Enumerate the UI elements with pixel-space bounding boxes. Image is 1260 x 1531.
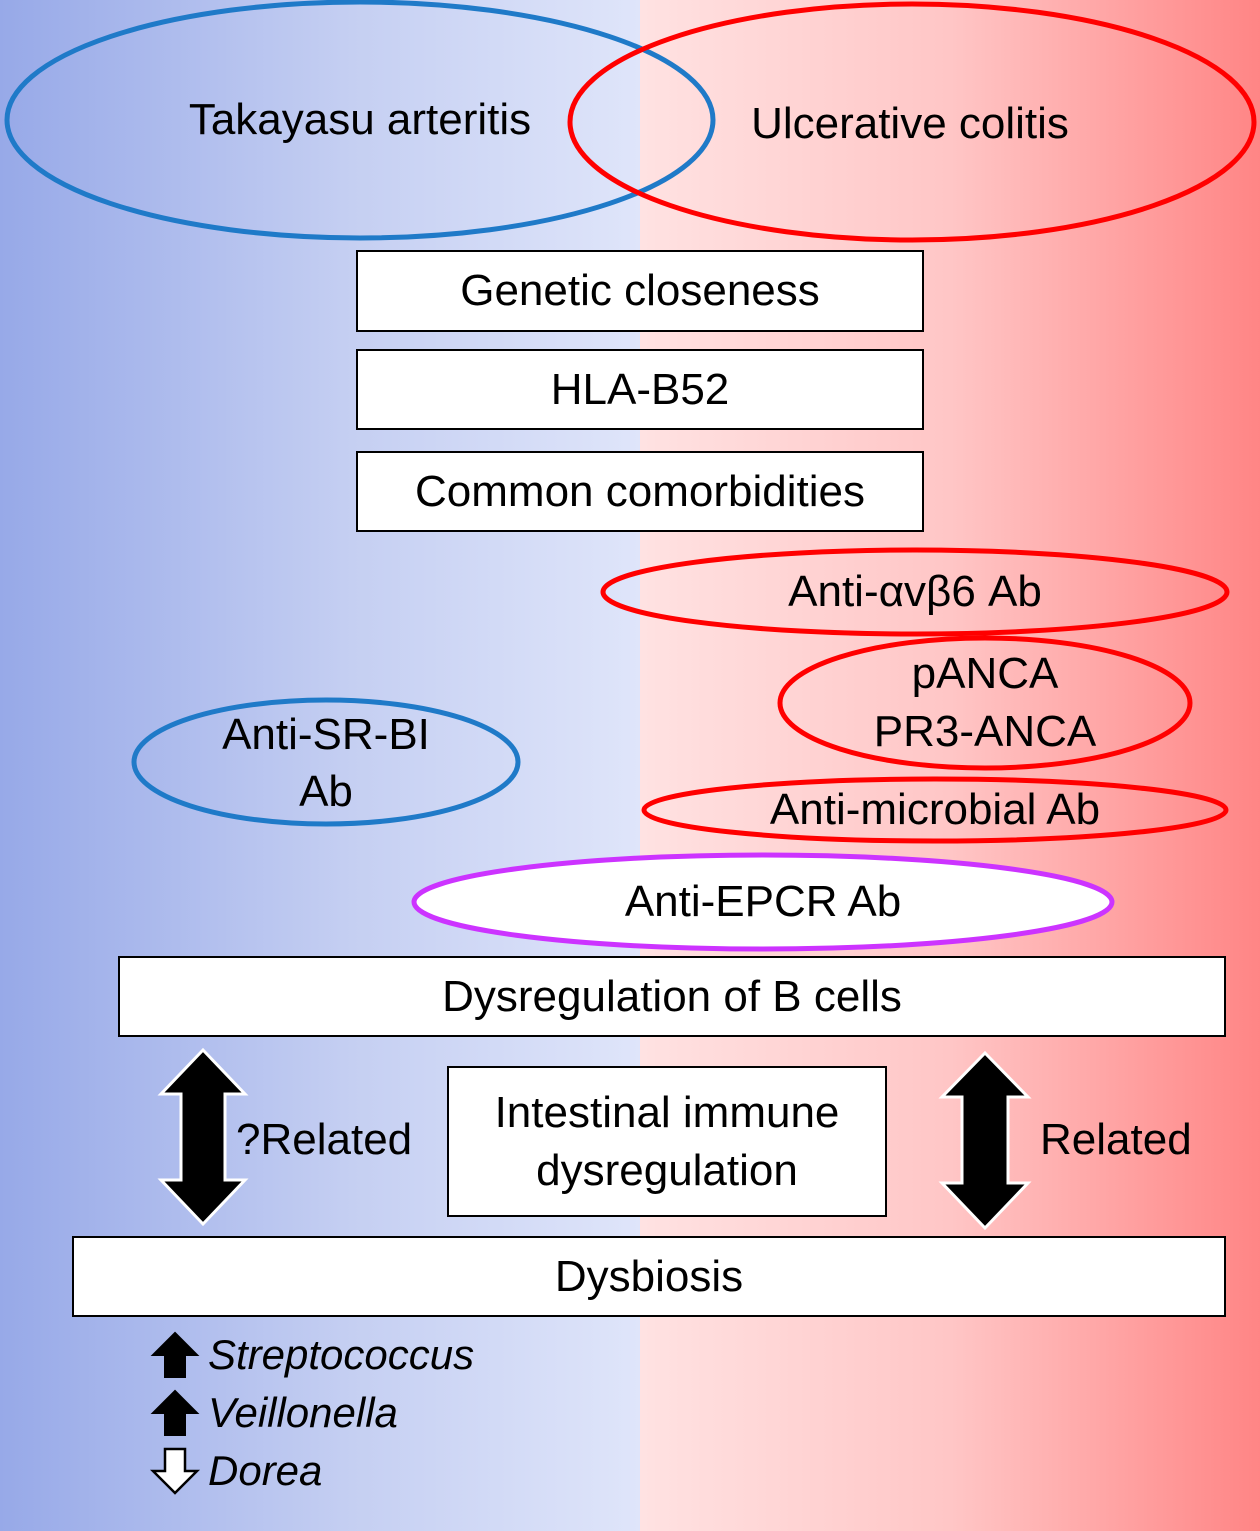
- bacteria-name: Streptococcus: [208, 1331, 475, 1378]
- anti-avb6-ellipse: [600, 547, 1230, 637]
- anti-sr-bi-ab-label: Ab: [299, 767, 353, 816]
- up-filled-arrow-icon: [150, 1389, 200, 1436]
- anti-microbial-ellipse: [641, 776, 1229, 844]
- common-comorbidities-box: Common comorbidities: [356, 451, 924, 532]
- bacteria-dorea: Dorea: [150, 1446, 322, 1496]
- bacteria-streptococcus: Streptococcus: [150, 1330, 474, 1380]
- left-double-arrow-icon: [157, 1047, 249, 1227]
- intestinal-immune-box: Intestinal immune dysregulation: [447, 1066, 887, 1217]
- right-double-arrow-icon: [938, 1050, 1032, 1231]
- anti-epcr-label: Anti-EPCR Ab: [624, 877, 902, 926]
- bacteria-name: Veillonella: [208, 1389, 398, 1436]
- right-related-label: Related: [1040, 1115, 1192, 1164]
- anti-microbial-label: Anti-microbial Ab: [769, 785, 1101, 834]
- left-related-label: ?Related: [236, 1115, 413, 1164]
- anca-ellipse: [777, 635, 1193, 771]
- up-filled-arrow-icon: [150, 1331, 200, 1378]
- b-cell-dysregulation-box: Dysregulation of B cells: [118, 956, 1226, 1037]
- anti-epcr-ellipse: [411, 852, 1115, 952]
- bacteria-name: Dorea: [208, 1447, 323, 1494]
- intestinal-line2: dysregulation: [536, 1145, 798, 1195]
- anti-avb6-label: Anti-αvβ6 Ab: [788, 567, 1042, 616]
- takayasu-ellipse: [4, 0, 716, 241]
- panca-label: pANCA: [911, 649, 1059, 698]
- intestinal-line1: Intestinal immune: [494, 1088, 840, 1138]
- bacteria-veillonella: Veillonella: [150, 1388, 398, 1438]
- takayasu-label: Takayasu arteritis: [188, 95, 532, 144]
- anti-sr-bi-ellipse: [131, 697, 521, 827]
- ulcerative-colitis-label: Ulcerative colitis: [751, 99, 1069, 148]
- anti-sr-bi-label: Anti-SR-BI: [222, 710, 430, 759]
- genetic-closeness-box: Genetic closeness: [356, 250, 924, 332]
- down-outline-arrow-icon: [150, 1447, 200, 1495]
- hla-b52-box: HLA-B52: [356, 349, 924, 430]
- pr3-anca-label: PR3-ANCA: [873, 707, 1097, 756]
- ulcerative-colitis-ellipse: [567, 1, 1257, 243]
- dysbiosis-box: Dysbiosis: [72, 1236, 1226, 1317]
